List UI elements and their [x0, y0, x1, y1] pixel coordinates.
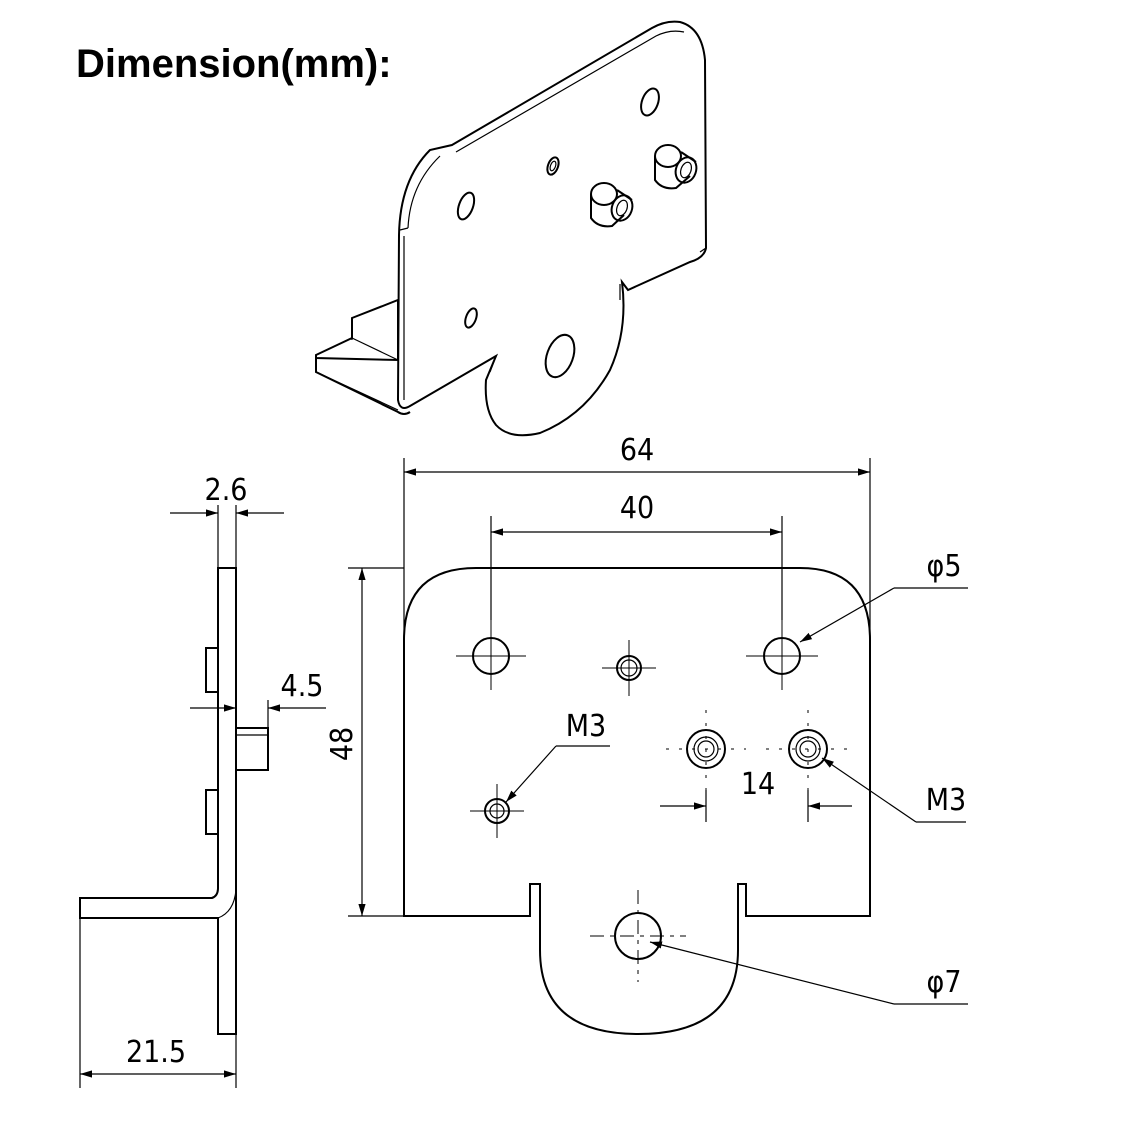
page-title: Dimension(mm):: [76, 42, 392, 86]
dim-height: 48: [325, 727, 360, 761]
dim-flange-length: 21.5: [126, 1035, 186, 1070]
dim-boss-height: 4.5: [281, 669, 324, 704]
hole-bottom: [590, 890, 686, 982]
dim-overall-width: 64: [620, 433, 654, 468]
dim-hole-spacing-top: 40: [620, 491, 654, 526]
side-view: 2.6 4.5 21.5: [79, 473, 326, 1088]
dim-hole-spacing-boss: 14: [741, 767, 775, 802]
callout-hole-bottom: φ7: [927, 965, 962, 1000]
iso-plate-outline: [396, 20, 708, 437]
iso-hole-small-top: [546, 156, 560, 176]
iso-hole-top-right: [640, 87, 660, 117]
boss-right: [766, 710, 848, 790]
side-tab-bottom: [205, 789, 219, 835]
boss-left: [666, 710, 746, 790]
iso-hole-bottom: [544, 333, 576, 379]
hole-right-top: [746, 620, 818, 690]
front-plate-outline: [403, 567, 871, 1036]
callout-hole-top: φ5: [927, 549, 962, 584]
hole-center-top: [602, 640, 656, 696]
callout-thread-left: M3: [566, 709, 606, 744]
side-plate: [79, 567, 237, 1035]
dim-thickness: 2.6: [205, 473, 248, 508]
side-tab-top: [205, 647, 219, 693]
iso-flange: [315, 298, 399, 362]
hole-left-top: [456, 620, 526, 690]
isometric-view: [315, 20, 708, 437]
callout-thread-right: M3: [926, 783, 966, 818]
iso-hole-left: [456, 191, 476, 221]
iso-boss-right: [654, 144, 698, 190]
front-view: 64 40 48 14 φ5 M3 M3 φ7: [325, 433, 968, 1036]
hole-m3-left: [470, 784, 524, 838]
iso-boss-left: [590, 182, 634, 228]
iso-hole-small-left: [464, 307, 478, 329]
side-standoff: [235, 727, 269, 771]
